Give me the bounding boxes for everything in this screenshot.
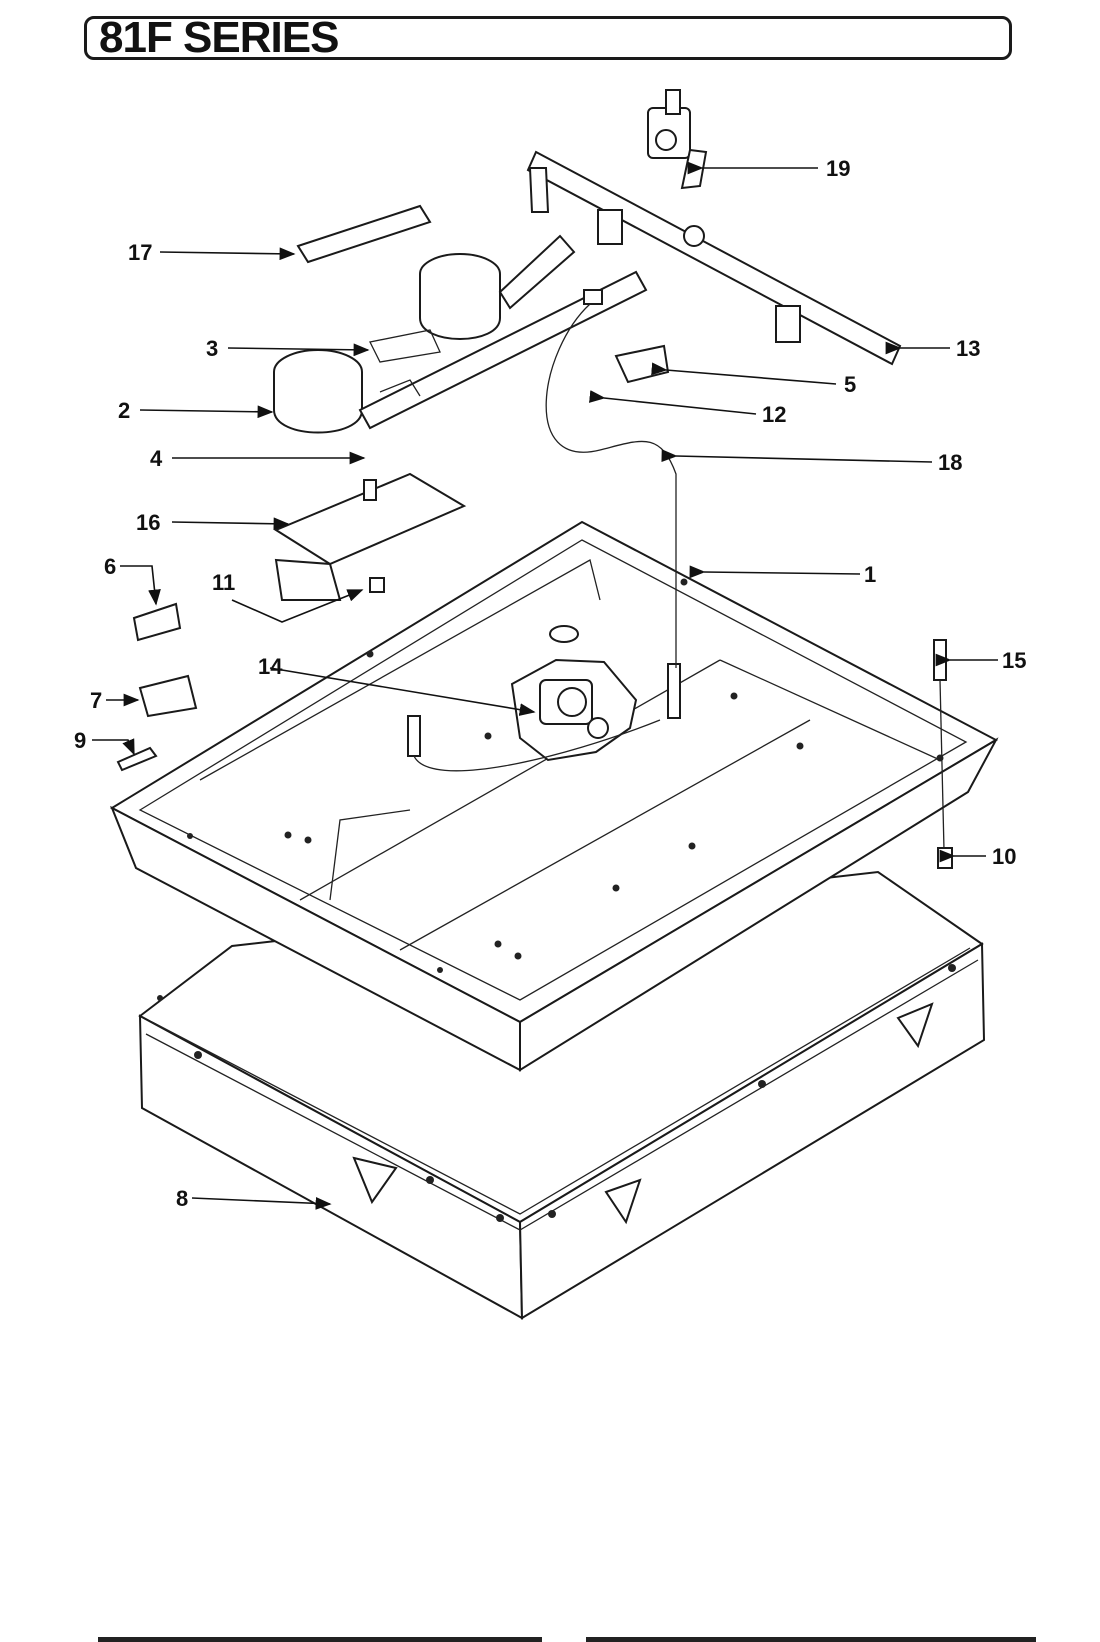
- callout-18: 18: [938, 450, 962, 475]
- callout-17: 17: [128, 240, 152, 265]
- callout-12: 12: [762, 402, 786, 427]
- callout-2: 2: [118, 398, 130, 423]
- callout-16: 16: [136, 510, 160, 535]
- burner-assembly: [273, 234, 648, 434]
- screw-15: [933, 639, 947, 681]
- small-bracket: [132, 602, 182, 642]
- callout-15: 15: [1002, 648, 1026, 673]
- nut: [369, 577, 385, 593]
- pilot-tube: [545, 303, 677, 668]
- clip: [116, 746, 158, 772]
- hinge-plate: [138, 674, 198, 718]
- callout-13: 13: [956, 336, 980, 361]
- tee-fitting: [614, 344, 670, 384]
- manifold-pipe: [526, 150, 902, 366]
- callout-7: 7: [90, 688, 102, 713]
- callout-6: 6: [104, 554, 116, 579]
- tube-fitting: [583, 289, 603, 305]
- callout-4: 4: [150, 446, 163, 471]
- nut-10: [937, 847, 953, 869]
- page-title: 81F SERIES: [99, 13, 339, 62]
- callout-19: 19: [826, 156, 850, 181]
- burner-valve: [647, 89, 708, 190]
- mounting-bracket-leg: [274, 558, 342, 601]
- footer-rule-right: [586, 1637, 1036, 1642]
- callout-9: 9: [74, 728, 86, 753]
- callout-14: 14: [258, 654, 283, 679]
- bracket: [296, 204, 432, 264]
- footer-rule-left: [98, 1637, 542, 1642]
- callout-3: 3: [206, 336, 218, 361]
- callout-5: 5: [844, 372, 856, 397]
- screw: [363, 479, 377, 501]
- title-box: 81F SERIES: [84, 13, 1012, 62]
- leader-lines: [92, 161, 998, 1210]
- callout-10: 10: [992, 844, 1016, 869]
- callout-8: 8: [176, 1186, 188, 1211]
- exploded-parts-diagram: 1 2 3 4 5 6 7 8 9 10 11 12 13 14 15 16 1…: [74, 89, 1026, 1320]
- callout-1: 1: [864, 562, 876, 587]
- burner-box-pan: [109, 520, 999, 1072]
- callout-11: 11: [212, 570, 235, 595]
